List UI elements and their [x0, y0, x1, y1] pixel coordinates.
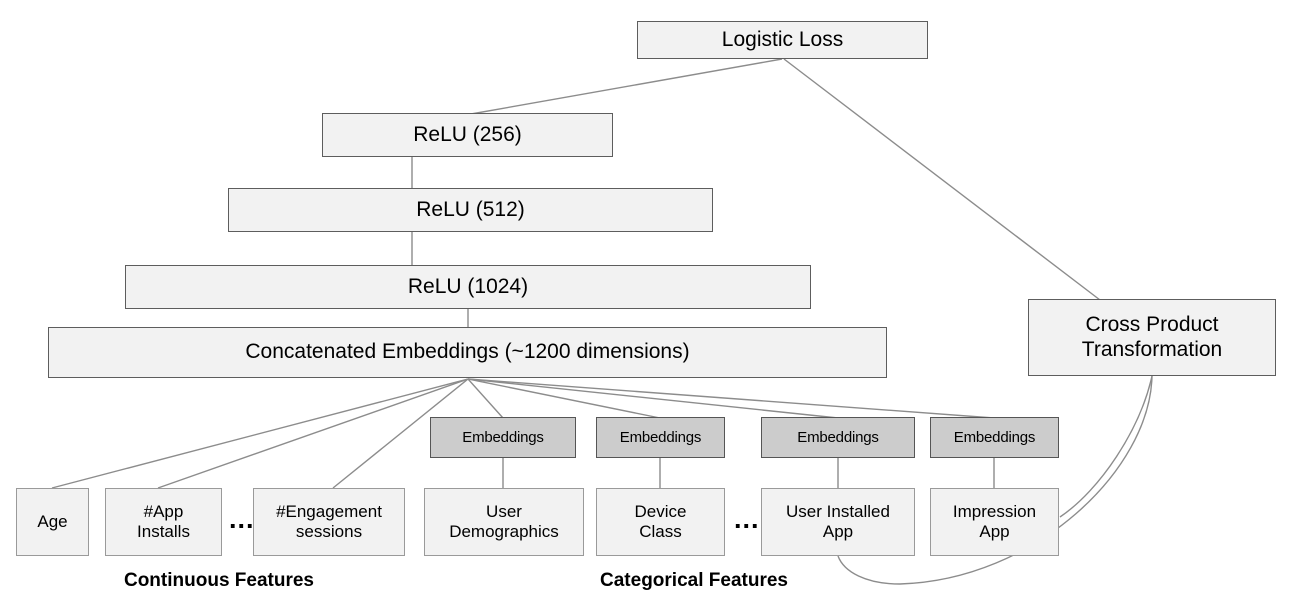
edge-concat-to-embedding-3	[467, 378, 839, 419]
node-embeddings-4[interactable]: Embeddings	[930, 417, 1059, 458]
node-feature-user-installed-app-line-1: User Installed	[786, 502, 890, 522]
node-concatenated-embeddings-label: Concatenated Embeddings (~1200 dimension…	[245, 340, 690, 364]
node-relu-512[interactable]: ReLU (512)	[228, 188, 713, 232]
node-feature-age-label: Age	[37, 512, 68, 532]
ellipsis-categorical-features: ...	[734, 504, 760, 534]
node-concatenated-embeddings[interactable]: Concatenated Embeddings (~1200 dimension…	[48, 327, 887, 378]
edge-loss-to-crossproduct	[783, 58, 1101, 301]
node-logistic-loss[interactable]: Logistic Loss	[637, 21, 928, 59]
node-embeddings-2[interactable]: Embeddings	[596, 417, 725, 458]
node-feature-engagement-sessions-line-2: sessions	[295, 522, 363, 541]
node-feature-engagement-sessions-line-1: #Engagement	[276, 502, 382, 522]
node-embeddings-4-label: Embeddings	[953, 428, 1036, 446]
node-embeddings-1-label: Embeddings	[462, 428, 544, 446]
node-embeddings-1[interactable]: Embeddings	[430, 417, 576, 458]
caption-continuous-features: Continuous Features	[123, 570, 314, 591]
node-embeddings-2-label: Embeddings	[619, 428, 702, 446]
node-relu-512-label: ReLU (512)	[416, 197, 525, 221]
node-embeddings-3[interactable]: Embeddings	[761, 417, 915, 458]
edge-crossproduct-to-impression-app	[1059, 375, 1153, 518]
edge-loss-to-relu256	[470, 58, 783, 115]
node-feature-impression-app-line-1: Impression	[952, 502, 1037, 522]
node-feature-device-class[interactable]: Device Class	[596, 488, 725, 556]
node-feature-user-demographics-line-2: Demographics	[449, 522, 559, 541]
node-feature-user-demographics[interactable]: User Demographics	[424, 488, 584, 556]
node-feature-age[interactable]: Age	[16, 488, 89, 556]
node-cross-product-line-2: Transformation	[1081, 337, 1223, 361]
node-feature-user-installed-app-line-2: App	[822, 522, 854, 541]
node-feature-user-demographics-line-1: User	[486, 502, 522, 522]
node-feature-device-class-line-1: Device	[634, 502, 687, 522]
node-logistic-loss-label: Logistic Loss	[721, 27, 844, 51]
node-cross-product-line-1: Cross Product	[1085, 313, 1219, 337]
edge-concat-to-embedding-4	[467, 378, 995, 419]
edge-concat-to-app-installs	[157, 378, 469, 489]
node-cross-product-transformation[interactable]: Cross Product Transformation	[1028, 299, 1276, 376]
ellipsis-continuous-features: ...	[229, 504, 255, 534]
edge-concat-to-embedding-1	[467, 378, 504, 419]
node-feature-app-installs[interactable]: #App Installs	[105, 488, 222, 556]
node-relu-1024[interactable]: ReLU (1024)	[125, 265, 811, 309]
node-feature-device-class-line-2: Class	[639, 522, 682, 541]
node-feature-app-installs-line-1: #App	[143, 502, 184, 522]
node-feature-app-installs-line-2: Installs	[137, 522, 190, 541]
node-relu-256[interactable]: ReLU (256)	[322, 113, 613, 157]
node-relu-256-label: ReLU (256)	[413, 122, 522, 146]
node-feature-impression-app-line-2: App	[979, 522, 1010, 541]
node-feature-engagement-sessions[interactable]: #Engagement sessions	[253, 488, 405, 556]
node-feature-user-installed-app[interactable]: User Installed App	[761, 488, 915, 556]
node-relu-1024-label: ReLU (1024)	[407, 274, 529, 298]
node-feature-impression-app[interactable]: Impression App	[930, 488, 1059, 556]
caption-categorical-features: Categorical Features	[600, 570, 788, 591]
edge-concat-to-age	[51, 378, 469, 489]
node-embeddings-3-label: Embeddings	[797, 428, 879, 446]
edge-concat-to-embedding-2	[467, 378, 661, 419]
